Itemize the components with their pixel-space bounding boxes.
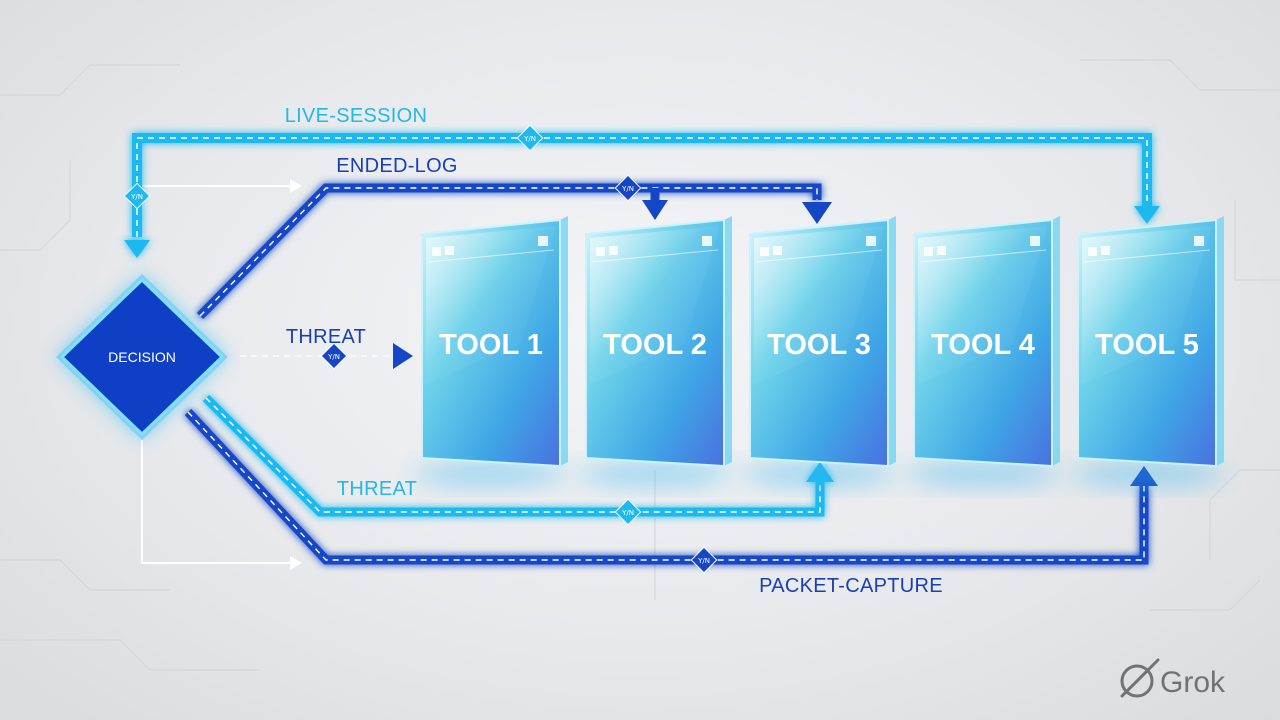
gate-label: Y/N xyxy=(523,135,536,143)
gate-live-session: Y/N xyxy=(516,124,544,152)
panel-toolbar-divider xyxy=(427,249,555,263)
gate-packet-capture: Y/N xyxy=(690,546,718,574)
panel-toolbar-divider xyxy=(591,249,719,263)
tool-label-5: TOOL 5 xyxy=(1095,329,1199,361)
panel-sheen xyxy=(918,226,1048,384)
window-icon xyxy=(596,247,605,256)
panel-edge xyxy=(724,216,732,466)
live-session-entry-arrowhead xyxy=(124,240,150,258)
gate-threat-middle: Y/N xyxy=(320,342,348,370)
panel-glow xyxy=(1070,462,1224,486)
live-session-label: LIVE-SESSION xyxy=(285,105,428,127)
ended-log-label: ENDED-LOG xyxy=(336,155,458,177)
panel-glow xyxy=(414,462,568,486)
white-arrow-lower xyxy=(290,556,302,570)
window-icon xyxy=(924,247,933,256)
white-connectors xyxy=(141,185,292,564)
panel-edge xyxy=(560,216,568,466)
packet-capture-label: PACKET-CAPTURE xyxy=(759,575,943,597)
search-icon xyxy=(538,236,548,246)
tool-label-1: TOOL 1 xyxy=(439,329,543,361)
threat-middle-label: THREAT xyxy=(286,326,366,348)
background-circuit-traces xyxy=(0,59,1280,671)
gate-ended-log: Y/N xyxy=(614,174,642,202)
panel-edge xyxy=(1052,216,1060,466)
ended-log-arrowhead-tool2 xyxy=(642,200,668,220)
tool-panel-3: TOOL 3 xyxy=(742,216,896,486)
tool-panel-2: TOOL 2 xyxy=(578,216,732,486)
gate-decision-entry: Y/N xyxy=(123,182,151,210)
tool-panel-4: TOOL 4 xyxy=(906,216,1060,486)
tool-label-3: TOOL 3 xyxy=(767,329,871,361)
grok-watermark: Grok xyxy=(1120,658,1226,699)
ended-log-connector xyxy=(196,183,822,320)
gate-label: Y/N xyxy=(697,557,710,565)
search-icon xyxy=(1194,236,1204,246)
gate-label: Y/N xyxy=(621,509,634,517)
shield-icon xyxy=(609,246,618,255)
search-icon xyxy=(1030,236,1040,246)
gate-label: Y/N xyxy=(327,353,340,361)
panel-edge xyxy=(1216,216,1224,466)
grok-logo-icon xyxy=(1120,658,1160,698)
gate-label: Y/N xyxy=(621,185,634,193)
tool-label-2: TOOL 2 xyxy=(603,329,707,361)
decision-node: DECISION xyxy=(56,274,228,440)
ended-log-arrowhead-tool3 xyxy=(802,202,832,224)
threat-lower-label: THREAT xyxy=(337,478,417,500)
shield-icon xyxy=(773,246,782,255)
panel-sheen xyxy=(590,226,720,384)
decision-label: DECISION xyxy=(108,349,176,365)
packet-capture-connector xyxy=(184,408,1149,565)
shield-icon xyxy=(445,246,454,255)
panel-sheen xyxy=(754,226,884,384)
white-arrow-upper xyxy=(290,179,302,193)
live-session-arrowhead xyxy=(1134,206,1160,224)
threat-lower-connector xyxy=(202,394,825,517)
gate-label: Y/N xyxy=(130,193,143,201)
panel-glow xyxy=(578,462,732,486)
shield-icon xyxy=(1101,246,1110,255)
panel-sheen xyxy=(426,226,556,384)
panel-sheen xyxy=(1082,226,1212,384)
window-icon xyxy=(1088,247,1097,256)
search-icon xyxy=(866,236,876,246)
gate-threat-lower: Y/N xyxy=(614,498,642,526)
shield-icon xyxy=(937,246,946,255)
tool-panels: TOOL 1 TOOL 2 TOOL 3 TOOL 4 TOOL 5 xyxy=(414,216,1224,486)
tool-panel-1: TOOL 1 xyxy=(414,216,568,486)
panel-toolbar-divider xyxy=(919,249,1047,263)
window-icon xyxy=(760,247,769,256)
panel-edge xyxy=(888,216,896,466)
tool-label-4: TOOL 4 xyxy=(931,329,1035,361)
panel-glow xyxy=(742,462,896,486)
threat-middle-arrowhead xyxy=(393,343,413,369)
panel-glow xyxy=(906,462,1060,486)
panel-toolbar-divider xyxy=(1083,249,1211,263)
window-icon xyxy=(432,247,441,256)
brand-name: Grok xyxy=(1160,666,1226,699)
panel-toolbar-divider xyxy=(755,249,883,263)
search-icon xyxy=(702,236,712,246)
tool-panel-5: TOOL 5 xyxy=(1070,216,1224,486)
